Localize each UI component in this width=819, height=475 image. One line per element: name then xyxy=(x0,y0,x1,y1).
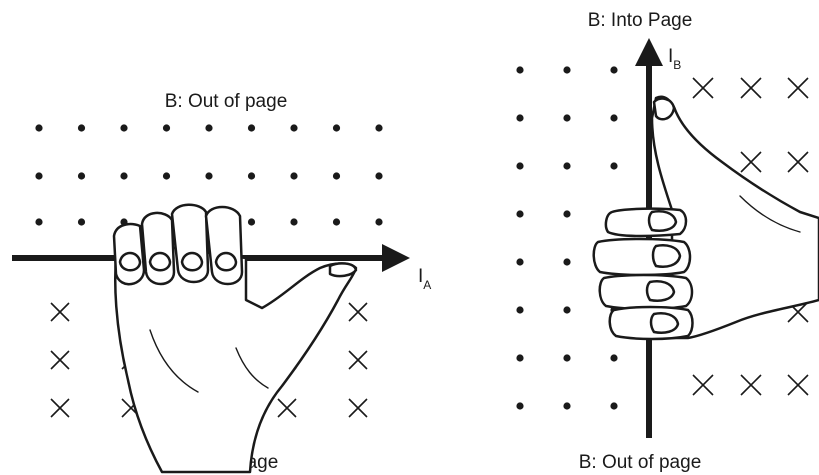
field-dot xyxy=(205,172,213,180)
field-dot xyxy=(610,66,618,74)
left-diagram: B: Out of page B: Into Page IA xyxy=(12,91,431,474)
field-dot xyxy=(563,210,571,218)
field-dot xyxy=(120,172,128,180)
field-dot xyxy=(35,172,43,180)
field-dot xyxy=(563,354,571,362)
field-dot xyxy=(332,172,341,180)
field-dot xyxy=(610,402,618,410)
field-dot xyxy=(290,218,298,226)
field-dot xyxy=(516,402,524,410)
field-dot xyxy=(162,172,171,180)
right-diagram: B: Into Page B: Out of page IB xyxy=(516,10,819,473)
field-dot xyxy=(563,66,571,74)
field-cross xyxy=(740,374,762,396)
field-dot xyxy=(375,124,383,132)
field-dot xyxy=(610,114,618,122)
field-cross xyxy=(787,77,809,99)
field-dot xyxy=(35,218,43,226)
field-cross xyxy=(50,398,70,418)
field-cross xyxy=(787,151,809,173)
field-dot xyxy=(35,124,43,132)
left-hand-icon xyxy=(112,203,358,474)
field-cross xyxy=(692,374,714,396)
field-cross xyxy=(348,350,368,370)
right-into-page-field xyxy=(692,77,809,396)
right-top-field-label: B: Into Page xyxy=(588,10,693,31)
field-dot xyxy=(563,402,571,410)
field-dot xyxy=(247,218,256,226)
right-hand-icon xyxy=(592,95,819,341)
field-dot xyxy=(563,306,571,314)
field-dot xyxy=(563,114,571,122)
field-cross xyxy=(787,374,809,396)
right-current-label: IB xyxy=(668,46,681,72)
field-dot xyxy=(205,124,213,132)
field-cross xyxy=(740,77,762,99)
field-dot xyxy=(247,124,256,132)
field-dot xyxy=(563,162,571,170)
field-dot xyxy=(332,124,341,132)
field-dot xyxy=(610,354,618,362)
field-dot xyxy=(120,124,128,132)
field-dot xyxy=(516,114,524,122)
field-dot xyxy=(290,124,298,132)
field-cross xyxy=(740,151,762,173)
field-dot xyxy=(516,162,524,170)
field-dot xyxy=(516,354,524,362)
field-cross xyxy=(348,398,368,418)
field-cross xyxy=(50,350,70,370)
field-dot xyxy=(375,172,383,180)
field-dot xyxy=(162,124,171,132)
field-dot xyxy=(77,218,86,226)
field-cross xyxy=(50,302,70,322)
field-dot xyxy=(332,218,341,226)
field-dot xyxy=(516,258,524,266)
field-dot xyxy=(516,210,524,218)
field-dot xyxy=(516,306,524,314)
left-top-field-label: B: Out of page xyxy=(165,91,288,112)
field-cross xyxy=(348,302,368,322)
field-dot xyxy=(563,258,571,266)
field-dot xyxy=(77,124,86,132)
right-bottom-field-label: B: Out of page xyxy=(579,452,702,473)
field-cross xyxy=(277,398,297,418)
field-dot xyxy=(516,66,524,74)
field-cross xyxy=(692,77,714,99)
field-dot xyxy=(610,162,618,170)
field-dot xyxy=(375,218,383,226)
left-current-label: IA xyxy=(418,266,431,292)
field-dot xyxy=(77,172,86,180)
field-dot xyxy=(247,172,256,180)
right-out-of-page-field xyxy=(516,66,618,410)
field-dot xyxy=(290,172,298,180)
